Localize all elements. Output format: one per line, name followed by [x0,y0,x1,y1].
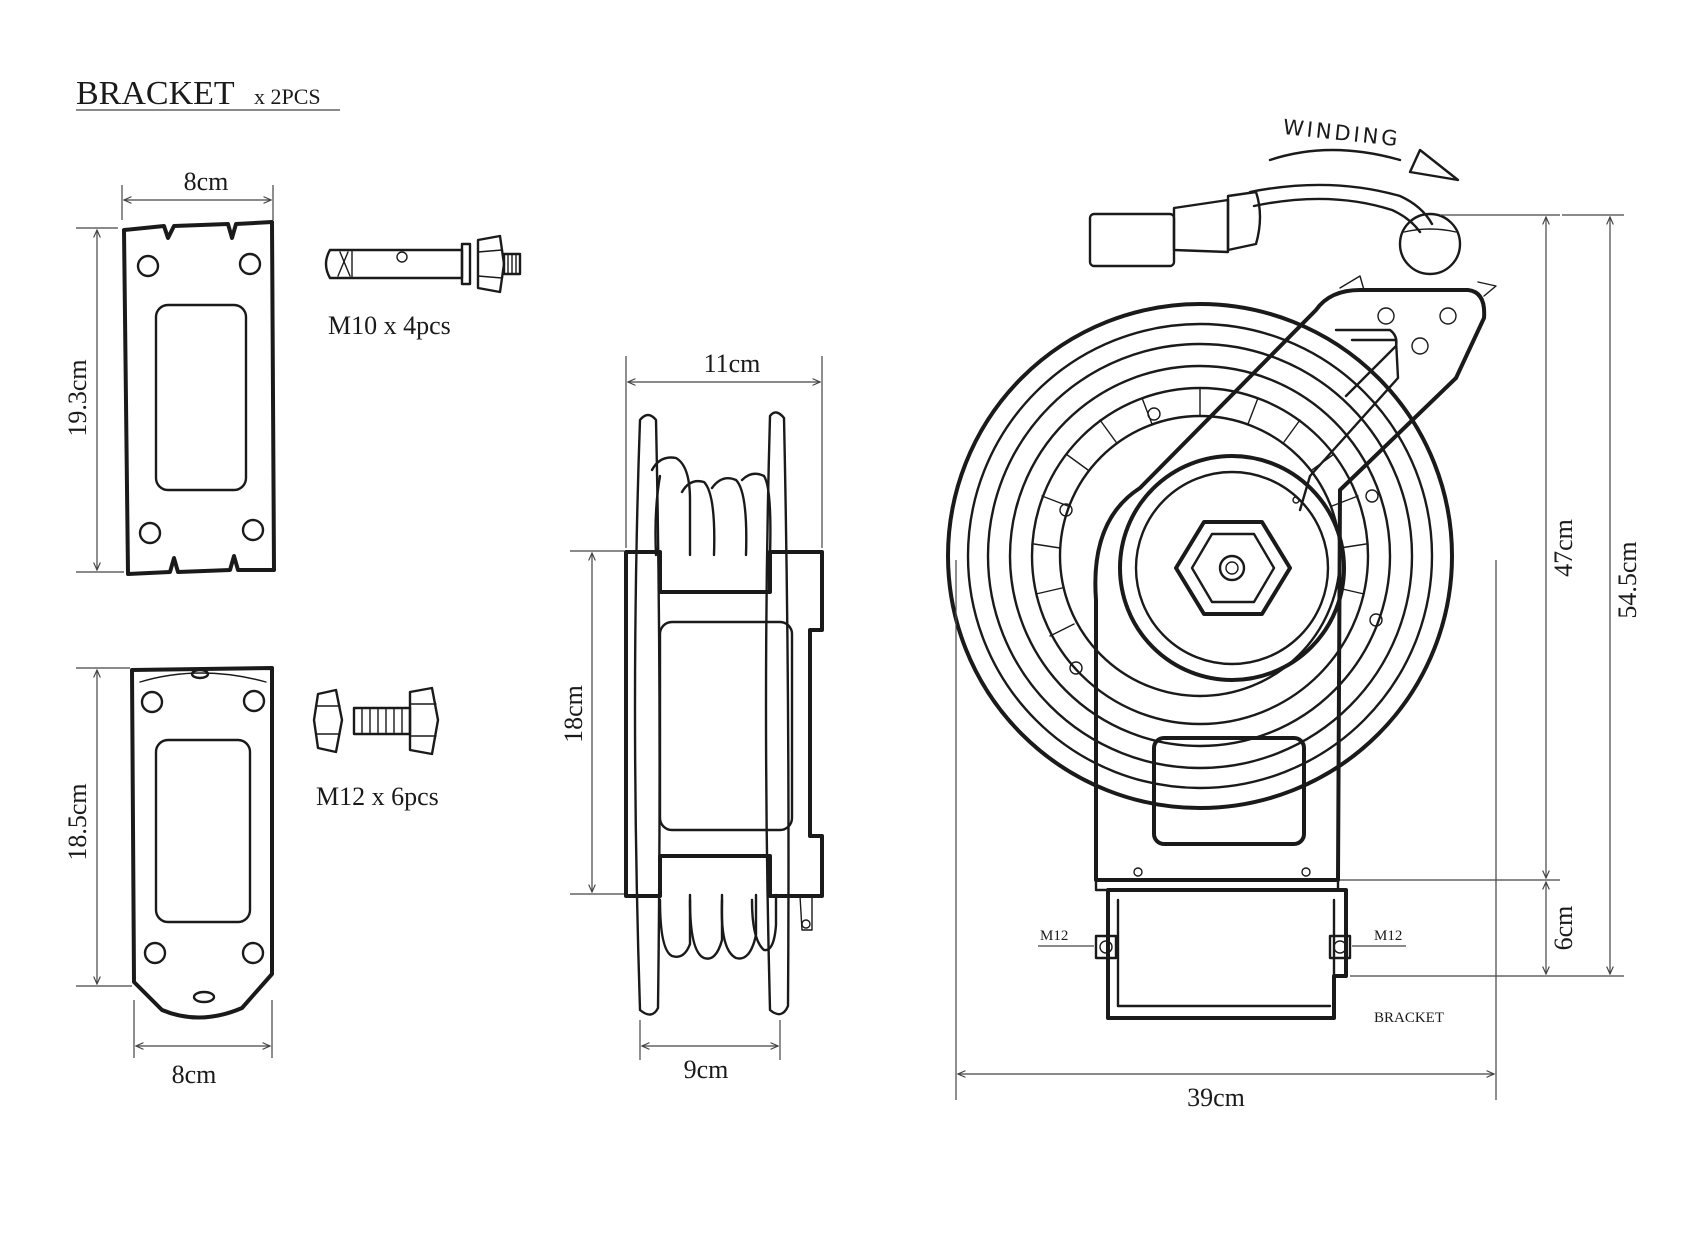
bracket-bolt-right [1328,934,1352,960]
side-width-bottom-label: 9cm [684,1055,729,1084]
bracket-label: BRACKET [1374,1010,1444,1026]
bracket-top-slot [154,303,248,492]
bracket-bottom-flange-curve [139,672,267,683]
height-body-label: 47cm [1549,519,1578,577]
bracket-top: 8cm 19.3cm [63,167,276,576]
hex-bolt: M12 x 6pcs [312,686,440,811]
bracket-bottom-slot [154,738,252,924]
reel-body-panel [1152,736,1306,846]
bracket-top-hole [136,254,160,278]
height-total-label: 54.5cm [1613,541,1642,618]
anchor-bolt-label: M10 x 4pcs [328,311,451,340]
side-flange-left [633,413,661,1016]
hose-guide-roller [1398,212,1462,276]
header-title: BRACKET [76,75,235,112]
bolt-left-label: M12 [1040,928,1068,944]
anchor-bolt-nut [476,234,506,294]
side-hose-coil [650,456,692,557]
bracket-top-width-label: 8cm [184,167,229,196]
hex-bolt-label: M12 x 6pcs [316,782,439,811]
side-width-top-label: 11cm [704,349,761,378]
bracket-top-height-label: 19.3cm [63,359,92,436]
header: BRACKET x 2PCS [76,75,340,112]
reel-side-view: 11cm 18cm 9cm [559,349,824,1084]
bracket-top-hole [238,252,262,276]
bracket-bottom-width-label: 8cm [172,1060,217,1089]
header-title-suffix: x 2PCS [254,84,321,109]
winding-label: WINDING [1282,115,1402,151]
bracket-top-outline [122,220,276,576]
side-body-panel [658,620,794,832]
bracket-top-hole [241,518,265,542]
hex-nut [312,688,344,754]
winding-arc [1268,148,1402,162]
anchor-bolt: M10 x 4pcs [324,234,522,340]
bracket-bottom-hole [242,689,266,713]
reel-hub [1118,454,1346,682]
side-hose-coil-bottom [658,893,692,958]
bracket-bottom-hole [143,941,167,965]
bracket-bottom: 18.5cm 8cm [63,666,274,1089]
side-height-label: 18cm [559,685,588,743]
reel-arm-body [1093,288,1487,882]
bracket-bottom-height-label: 18.5cm [63,783,92,860]
drum-outer [946,302,1454,810]
side-body [624,550,824,898]
reel-hub-center [1218,554,1246,582]
width-label: 39cm [1187,1083,1245,1112]
anchor-bolt-sleeve [324,248,464,280]
bracket-bottom-hole [241,941,265,965]
hex-bolt-head [408,686,440,756]
drum-ring [966,322,1434,790]
reel-front-view: WINDING [946,115,1642,1112]
bracket-top-hole [138,521,162,545]
winding-arrow-icon [1408,148,1460,182]
hose-line [1248,183,1434,226]
front-bracket [1106,888,1348,1020]
bracket-bottom-hole [140,690,164,714]
reel-hub-hex [1174,520,1292,616]
bracket-height-label: 6cm [1549,906,1578,951]
bracket-bolt-left [1094,934,1118,960]
bolt-right-label: M12 [1374,928,1402,944]
hose-coupling [1172,198,1230,254]
anchor-bolt-washer [460,242,472,286]
side-flange-right [764,411,790,1016]
bracket-bottom-outline [130,666,274,1020]
drum-spokes [1033,387,1367,637]
hose-connector [1088,212,1176,268]
